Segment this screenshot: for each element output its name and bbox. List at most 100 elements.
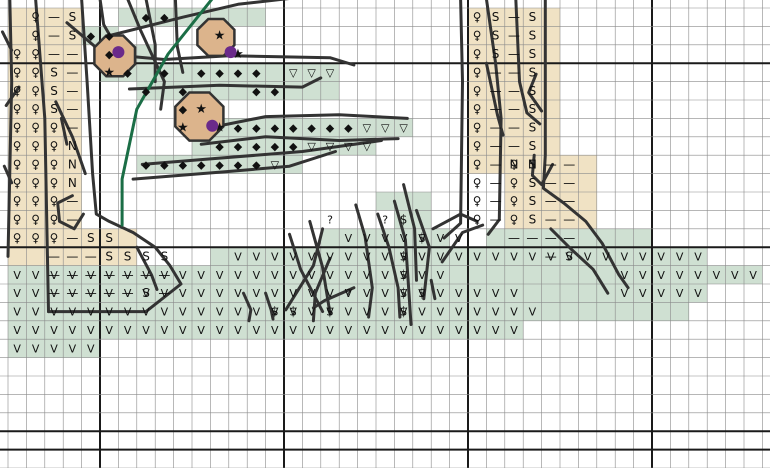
grass-cell	[560, 302, 578, 320]
diamond-symbol: ◆	[252, 85, 261, 98]
v-symbol: V	[308, 287, 316, 300]
v-symbol: V	[308, 250, 316, 263]
triangle-symbol: ▽	[381, 122, 390, 135]
dash-symbol: —	[563, 213, 575, 227]
v-symbol: V	[161, 306, 169, 319]
diamond-symbol: ◆	[252, 140, 261, 153]
v-symbol: V	[473, 250, 481, 263]
trunk-symbol: —	[508, 47, 520, 61]
grass-cell	[542, 284, 560, 302]
diamond-symbol: ◆	[252, 66, 261, 79]
v-symbol: V	[197, 324, 205, 337]
v-symbol: V	[308, 324, 316, 337]
s-symbol: S	[142, 249, 150, 263]
dash-symbol: —	[490, 139, 502, 153]
v-symbol: V	[69, 287, 77, 300]
grass-cell	[597, 302, 615, 320]
v-symbol: V	[455, 287, 463, 300]
female-symbol: ♀	[31, 65, 40, 79]
trunk-symbol: —	[508, 10, 520, 24]
trunk-symbol: —	[66, 121, 78, 135]
dash-symbol: —	[490, 121, 502, 135]
trunk-symbol: —	[66, 65, 78, 79]
diamond-symbol: ◆	[344, 122, 353, 135]
female-symbol: ♀	[13, 231, 22, 245]
dash-symbol: —	[490, 65, 502, 79]
female-symbol: ♀	[473, 29, 482, 43]
trunk-symbol: —	[508, 102, 520, 116]
v-symbol: V	[657, 269, 665, 282]
female-symbol: ♀	[13, 213, 22, 227]
v-symbol: V	[345, 232, 353, 245]
diamond-symbol: ◆	[179, 85, 188, 98]
trunk-symbol: —	[66, 84, 78, 98]
grass-cell	[560, 284, 578, 302]
v-symbol: V	[87, 306, 95, 319]
v-symbol: V	[639, 250, 647, 263]
v-symbol: V	[473, 287, 481, 300]
v-symbol: V	[105, 306, 113, 319]
diamond-symbol: ◆	[234, 158, 243, 171]
dash-symbol: —	[48, 10, 60, 24]
v-symbol: V	[13, 306, 21, 319]
star-symbol: ★	[103, 65, 115, 80]
triangle-symbol: ▽	[326, 66, 335, 79]
v-symbol: V	[437, 269, 445, 282]
grass-cell	[505, 266, 523, 284]
grass-cell	[486, 266, 504, 284]
leaf-cell	[229, 8, 247, 26]
leaf-cell	[284, 82, 302, 100]
grass-cell	[542, 302, 560, 320]
question-symbol: ?	[345, 287, 351, 300]
dollar-symbol: $	[400, 213, 408, 227]
v-symbol: V	[584, 250, 592, 263]
diamond-symbol: ◆	[123, 66, 132, 79]
v-symbol: V	[32, 287, 40, 300]
s-symbol: S	[161, 249, 169, 263]
trunk-symbol: N	[68, 139, 77, 153]
diamond-symbol: ◆	[197, 158, 206, 171]
diamond-symbol: ◆	[234, 140, 243, 153]
diamond-symbol: ◆	[271, 85, 280, 98]
v-symbol: V	[565, 250, 573, 263]
v-symbol: V	[381, 306, 389, 319]
grass-cell	[321, 229, 339, 247]
v-symbol: V	[621, 287, 629, 300]
diamond-symbol: ◆	[234, 122, 243, 135]
v-symbol: V	[345, 269, 353, 282]
v-symbol: V	[455, 250, 463, 263]
s-symbol: S	[529, 47, 537, 61]
dash-symbol: —	[526, 231, 538, 245]
v-symbol: V	[418, 306, 426, 319]
v-symbol: V	[694, 269, 702, 282]
v-symbol: V	[253, 250, 261, 263]
trunk-symbol: —	[66, 194, 78, 208]
cream-cell	[26, 247, 44, 265]
v-symbol: V	[418, 269, 426, 282]
grass-cell	[376, 192, 394, 210]
v-symbol: V	[437, 250, 445, 263]
female-symbol: ♀	[31, 84, 40, 98]
diamond-symbol: ◆	[215, 140, 224, 153]
diamond-symbol: ◆	[142, 85, 151, 98]
v-symbol: V	[363, 269, 371, 282]
triangle-symbol: ▽	[307, 140, 316, 153]
v-symbol: V	[473, 324, 481, 337]
v-symbol: V	[32, 324, 40, 337]
trunk-symbol: —	[508, 84, 520, 98]
v-symbol: V	[197, 269, 205, 282]
v-symbol: V	[253, 287, 261, 300]
v-symbol: V	[639, 287, 647, 300]
leaf-cell	[247, 8, 265, 26]
question-symbol: ?	[327, 214, 333, 227]
v-symbol: V	[621, 269, 629, 282]
diamond-symbol: ◆	[234, 66, 243, 79]
female-symbol: ♀	[31, 10, 40, 24]
trunk-symbol: —	[508, 139, 520, 153]
v-symbol: V	[87, 342, 95, 355]
triangle-symbol: ▽	[326, 140, 335, 153]
grass-cell	[523, 266, 541, 284]
dash-symbol: —	[48, 47, 60, 61]
dash-symbol: —	[545, 157, 557, 171]
berry-dot	[225, 46, 237, 58]
